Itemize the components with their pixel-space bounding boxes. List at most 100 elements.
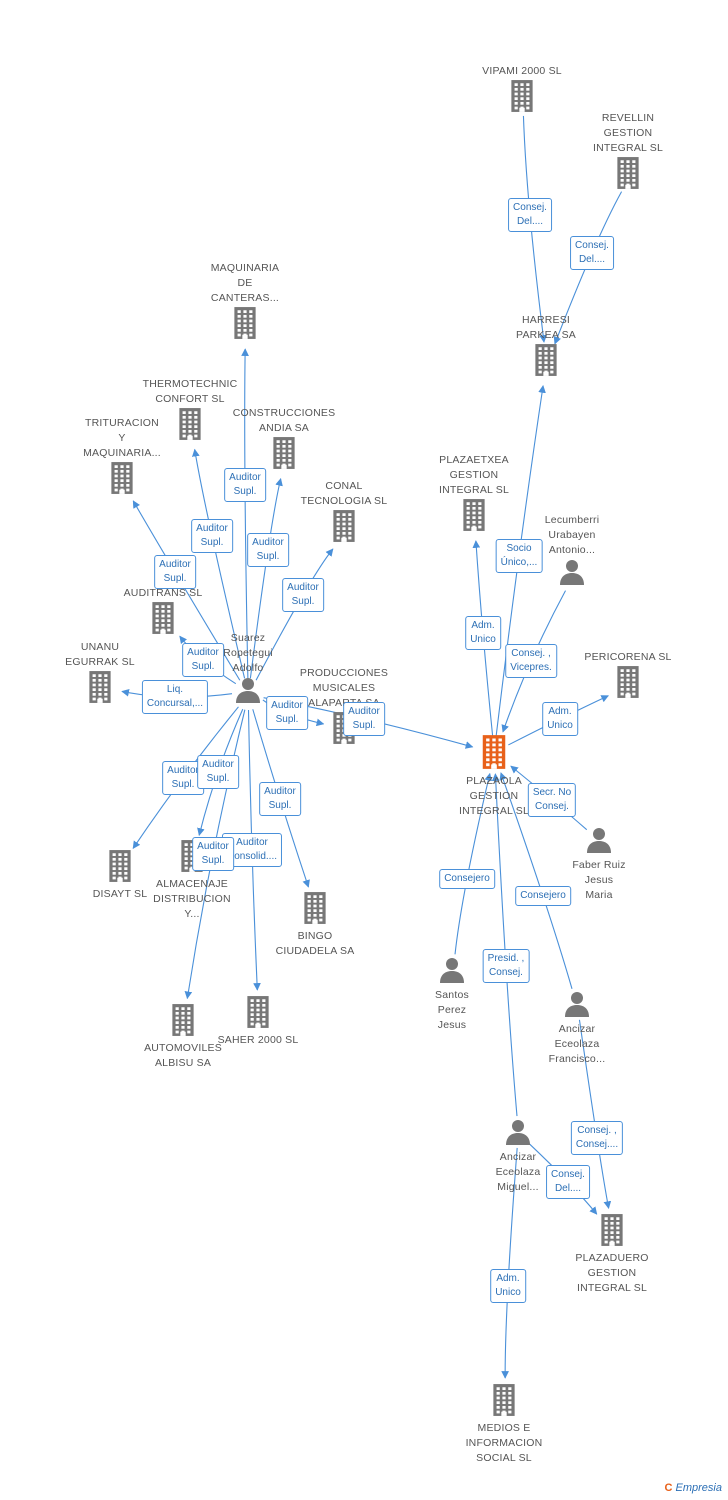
relationship-label-line: Auditor xyxy=(229,472,261,483)
node-label-line: SOCIAL SL xyxy=(476,1452,532,1464)
node-label-line: Urabayen xyxy=(548,529,596,541)
node-label-line: PRODUCCIONES xyxy=(299,667,389,679)
node-label-line: Faber Ruiz xyxy=(572,859,626,871)
company-node-vipami[interactable]: VIPAMI 2000 SL xyxy=(462,64,582,113)
relationship-label[interactable]: Consejero xyxy=(439,869,495,889)
node-label-line: THERMOTECHNIC xyxy=(142,378,238,390)
relationship-label[interactable]: Consej.Del.... xyxy=(508,198,552,232)
relationship-label-line: Supl. xyxy=(352,720,376,731)
node-label-line: Lecumberri xyxy=(544,514,600,526)
building-icon xyxy=(568,156,688,190)
relationship-label-line: Supl. xyxy=(191,661,215,672)
relationship-label-line: Consej. , xyxy=(511,648,551,659)
relationship-label-line: Del.... xyxy=(578,254,606,265)
node-label-line: VIPAMI 2000 SL xyxy=(482,65,562,77)
node-label-line: TRITURACION xyxy=(85,417,159,429)
node-label-line: MUSICALES xyxy=(312,682,376,694)
relationship-label-line: Auditor xyxy=(202,759,234,770)
edge-ancizar_m-to-plazaola xyxy=(491,773,518,1117)
relationship-label-line: Unico xyxy=(547,720,573,731)
relationship-label[interactable]: Presid. , Consej. xyxy=(482,949,530,983)
relationship-label-line: Presid. , xyxy=(487,953,525,964)
relationship-label[interactable]: Consej. , Vicepres. xyxy=(505,644,557,678)
brand-mark-icon: C xyxy=(664,1482,673,1494)
relationship-label[interactable]: Adm.Unico xyxy=(542,702,578,736)
node-label-line: Santos xyxy=(435,989,469,1001)
node-label-line: GESTION xyxy=(603,127,653,139)
node-label-line: Antonio... xyxy=(548,544,596,556)
relationship-label-line: Vicepres. xyxy=(510,662,552,673)
relationship-label-line: Auditor xyxy=(271,700,303,711)
node-label-line: SAHER 2000 SL xyxy=(217,1034,299,1046)
node-label-line: DISTRIBUCION xyxy=(153,893,231,905)
relationship-label[interactable]: Liq.Concursal,... xyxy=(141,680,209,714)
person-icon xyxy=(512,558,632,586)
relationship-label-line: Único,... xyxy=(500,557,538,568)
person-icon xyxy=(458,1118,578,1146)
node-label-line: PLAZAETXEA xyxy=(439,454,509,466)
relationship-label-line: Consejero xyxy=(444,873,490,884)
relationship-label[interactable]: Consej.Del.... xyxy=(546,1165,590,1199)
relationship-label[interactable]: Consejero xyxy=(515,886,571,906)
node-label-line: CONSTRUCCIONES xyxy=(232,407,336,419)
relationship-label[interactable]: Adm.Unico xyxy=(490,1269,526,1303)
node-label-line: Jesus xyxy=(437,1019,467,1031)
node-label-line: CIUDADELA SA xyxy=(275,945,355,957)
node-label-line: EGURRAK SL xyxy=(65,656,135,668)
node-label-line: PLAZADUERO xyxy=(575,1252,649,1264)
company-node-auditrans[interactable]: AUDITRANS SL xyxy=(103,586,223,635)
relationship-label[interactable]: Consej.Del.... xyxy=(570,236,614,270)
building-icon xyxy=(62,461,182,495)
relationship-label[interactable]: Adm.Unico xyxy=(465,616,501,650)
node-label-line: CONAL xyxy=(325,480,363,492)
node-label-line: AUTOMOVILES xyxy=(144,1042,222,1054)
node-label-line: Eceolaza xyxy=(495,1166,541,1178)
node-label-line: Ropetegui xyxy=(223,647,273,659)
relationship-label-line: Consej. xyxy=(489,967,523,978)
node-label-line: Suarez xyxy=(230,632,266,644)
relationship-label[interactable]: Consej. ,Consej.... xyxy=(570,1121,624,1155)
company-node-saher[interactable]: SAHER 2000 SL xyxy=(198,995,318,1048)
company-node-disayt[interactable]: DISAYT SL xyxy=(60,849,180,902)
building-icon xyxy=(568,665,688,699)
relationship-label-line: Supl. xyxy=(291,596,315,607)
company-node-pericorena[interactable]: PERICORENA SL xyxy=(568,650,688,699)
node-label: VIPAMI 2000 SL xyxy=(462,64,582,79)
